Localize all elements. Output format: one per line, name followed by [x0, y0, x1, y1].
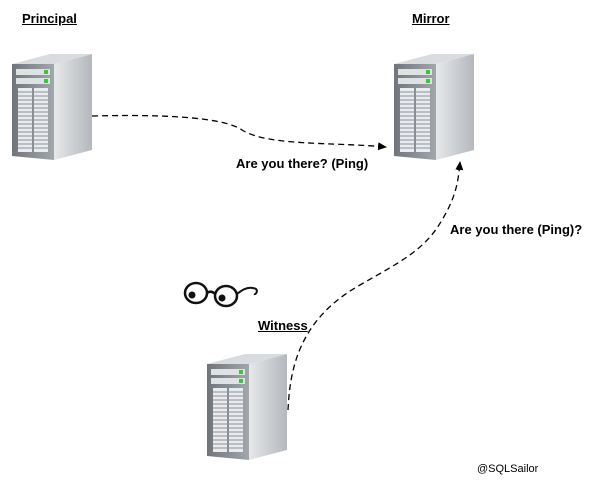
principal-server-icon: [12, 54, 92, 160]
principal-label: Principal: [22, 11, 77, 26]
mirror-label: Mirror: [412, 11, 450, 26]
edge-principal-to-mirror: [91, 114, 387, 151]
witness-server-icon: [207, 354, 287, 460]
author-credit: @SQLSailor: [477, 463, 539, 475]
principal-ping-label: Are you there? (Ping): [236, 156, 369, 171]
witness-ping-label: Are you there (Ping)?: [450, 222, 583, 237]
mirror-server-icon: [394, 54, 474, 160]
eyeglasses-icon: [183, 281, 258, 308]
edge-witness-to-mirror: [287, 161, 464, 411]
witness-label: Witness: [258, 318, 308, 333]
